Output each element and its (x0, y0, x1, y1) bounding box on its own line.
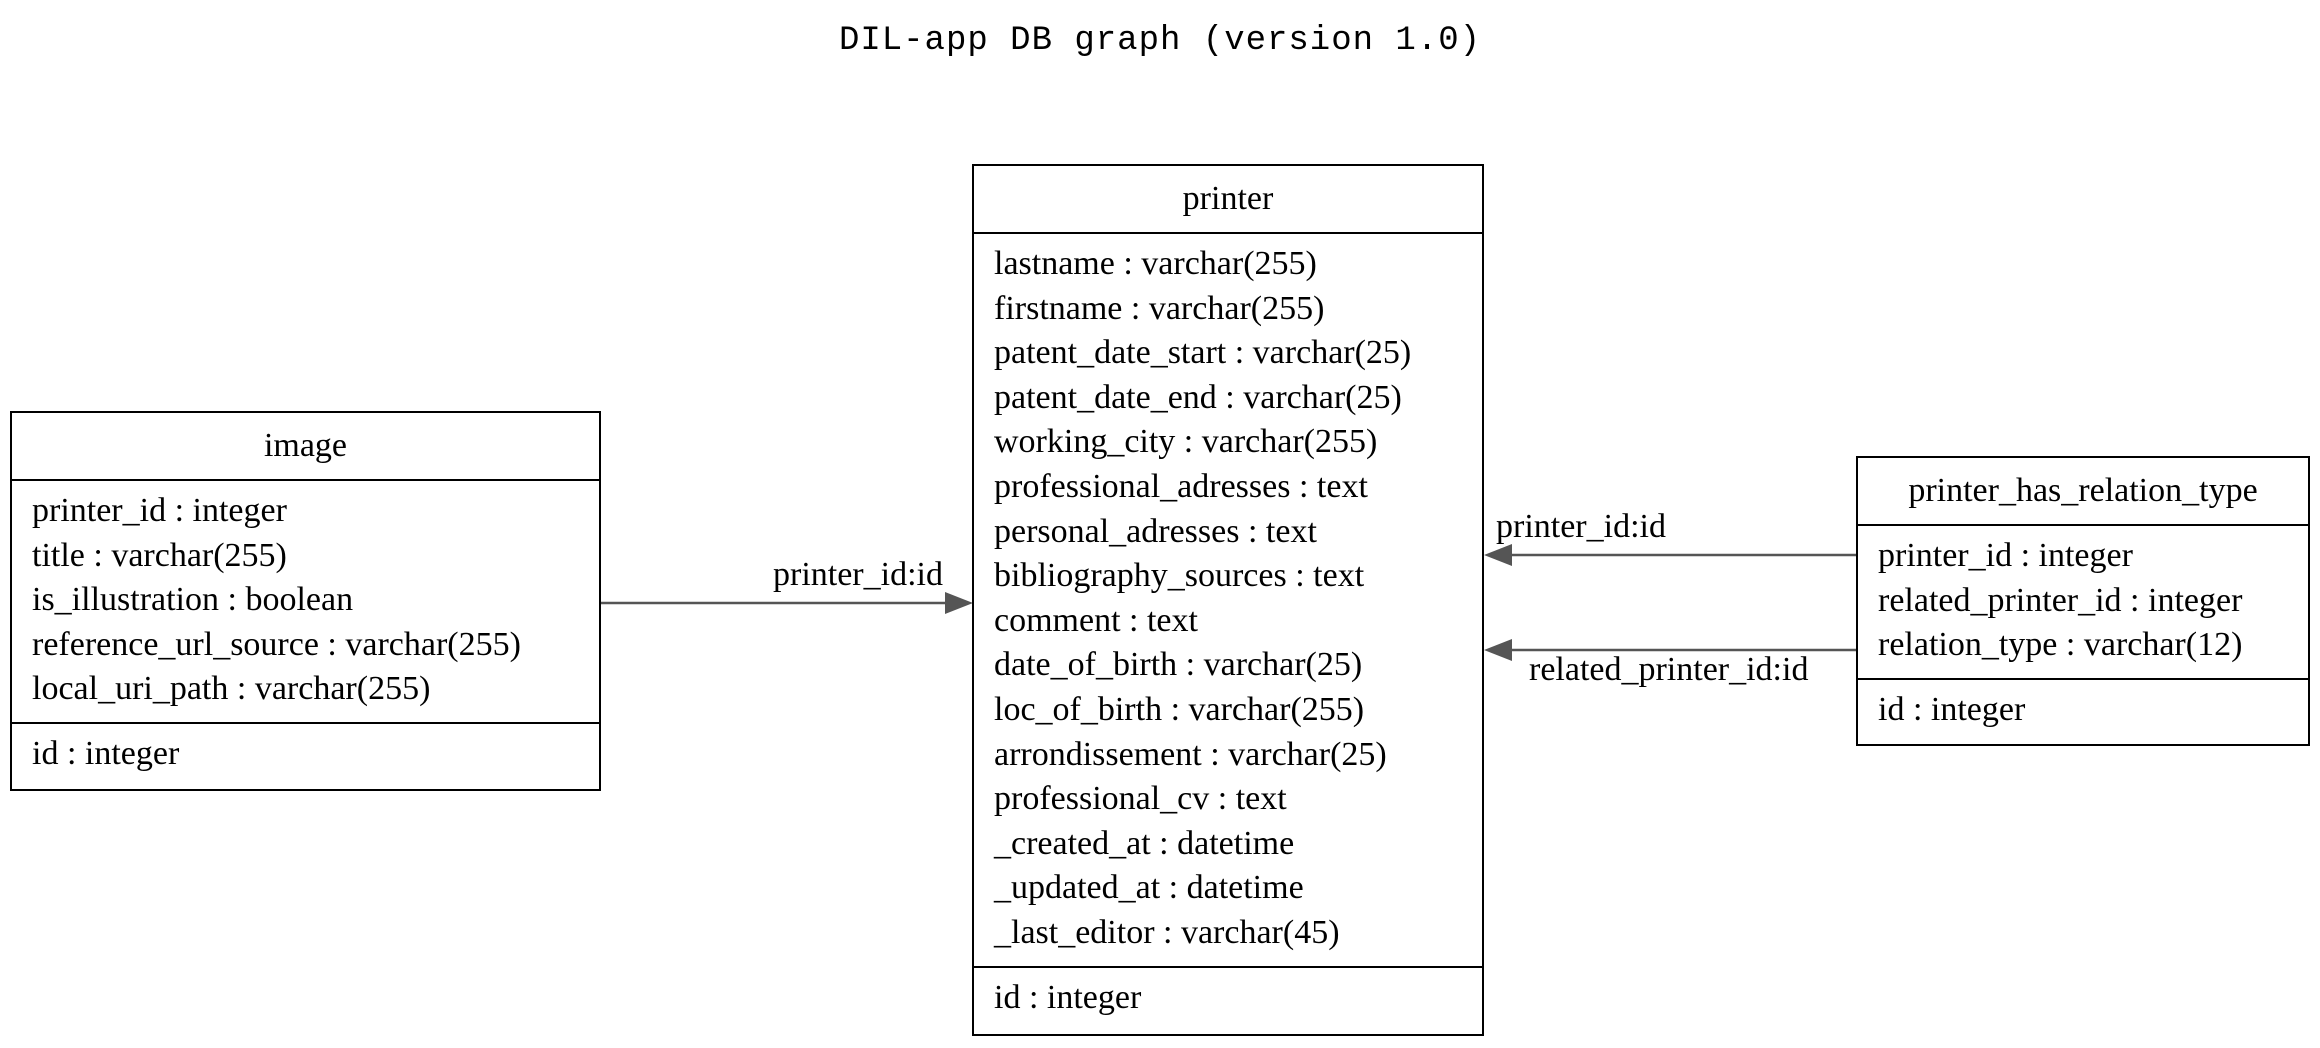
column-field: title : varchar(255) (32, 536, 287, 574)
table-name: printer_has_relation_type (1858, 458, 2308, 526)
key-field: id : integer (32, 734, 180, 772)
column-list: printer_id : integer related_printer_id … (1858, 526, 2308, 678)
column-field: date_of_birth : varchar(25) (994, 646, 1363, 684)
table-image[interactable]: image printer_id : integer title : varch… (10, 411, 601, 791)
edge-relation-related-printer-id (1484, 639, 1857, 661)
column-field: firstname : varchar(255) (994, 289, 1325, 327)
table-name: printer (974, 166, 1482, 234)
column-field: professional_cv : text (994, 780, 1287, 818)
column-field: professional_adresses : text (994, 467, 1368, 505)
column-field: patent_date_start : varchar(25) (994, 334, 1412, 372)
edge-label-related-printer-id: related_printer_id:id (1529, 651, 1809, 688)
column-field: lastname : varchar(255) (994, 245, 1317, 282)
column-field: _created_at : datetime (994, 824, 1295, 862)
table-printer[interactable]: printer lastname : varchar(255) firstnam… (972, 164, 1484, 1036)
column-field: reference_url_source : varchar(255) (32, 625, 521, 663)
column-field: working_city : varchar(255) (994, 423, 1378, 461)
arrowhead-icon (1484, 544, 1512, 566)
column-field: _updated_at : datetime (994, 869, 1304, 907)
column-field: bibliography_sources : text (994, 557, 1365, 595)
column-field: related_printer_id : integer (1878, 581, 2243, 619)
arrowhead-icon (945, 592, 973, 614)
column-field: _last_editor : varchar(45) (994, 913, 1340, 951)
key-field: id : integer (994, 978, 1142, 1016)
column-field: local_uri_path : varchar(255) (32, 670, 431, 708)
column-field: printer_id : integer (1878, 537, 2133, 574)
column-field: comment : text (994, 601, 1198, 639)
edge-image-printer (600, 592, 973, 614)
edge-label-printer-id: printer_id:id (1496, 508, 1666, 545)
key-list: id : integer (974, 965, 1482, 1031)
arrowhead-icon (1484, 639, 1512, 661)
column-list: lastname : varchar(255) firstname : varc… (974, 234, 1482, 966)
column-list: printer_id : integer title : varchar(255… (12, 481, 599, 722)
column-field: printer_id : integer (32, 492, 287, 529)
column-field: relation_type : varchar(12) (1878, 626, 2243, 664)
key-list: id : integer (12, 721, 599, 787)
table-printer-has-relation-type[interactable]: printer_has_relation_type printer_id : i… (1856, 456, 2310, 746)
diagram-title: DIL-app DB graph (version 1.0) (838, 22, 1482, 60)
column-field: is_illustration : boolean (32, 581, 354, 619)
key-list: id : integer (1858, 677, 2308, 743)
column-field: personal_adresses : text (994, 512, 1317, 550)
column-field: patent_date_end : varchar(25) (994, 378, 1402, 416)
edge-relation-printer-id (1484, 544, 1857, 566)
column-field: arrondissement : varchar(25) (994, 735, 1387, 773)
key-field: id : integer (1878, 690, 2026, 728)
edge-label-image-printer: printer_id:id (773, 556, 943, 593)
column-field: loc_of_birth : varchar(255) (994, 690, 1365, 728)
table-name: image (12, 413, 599, 481)
